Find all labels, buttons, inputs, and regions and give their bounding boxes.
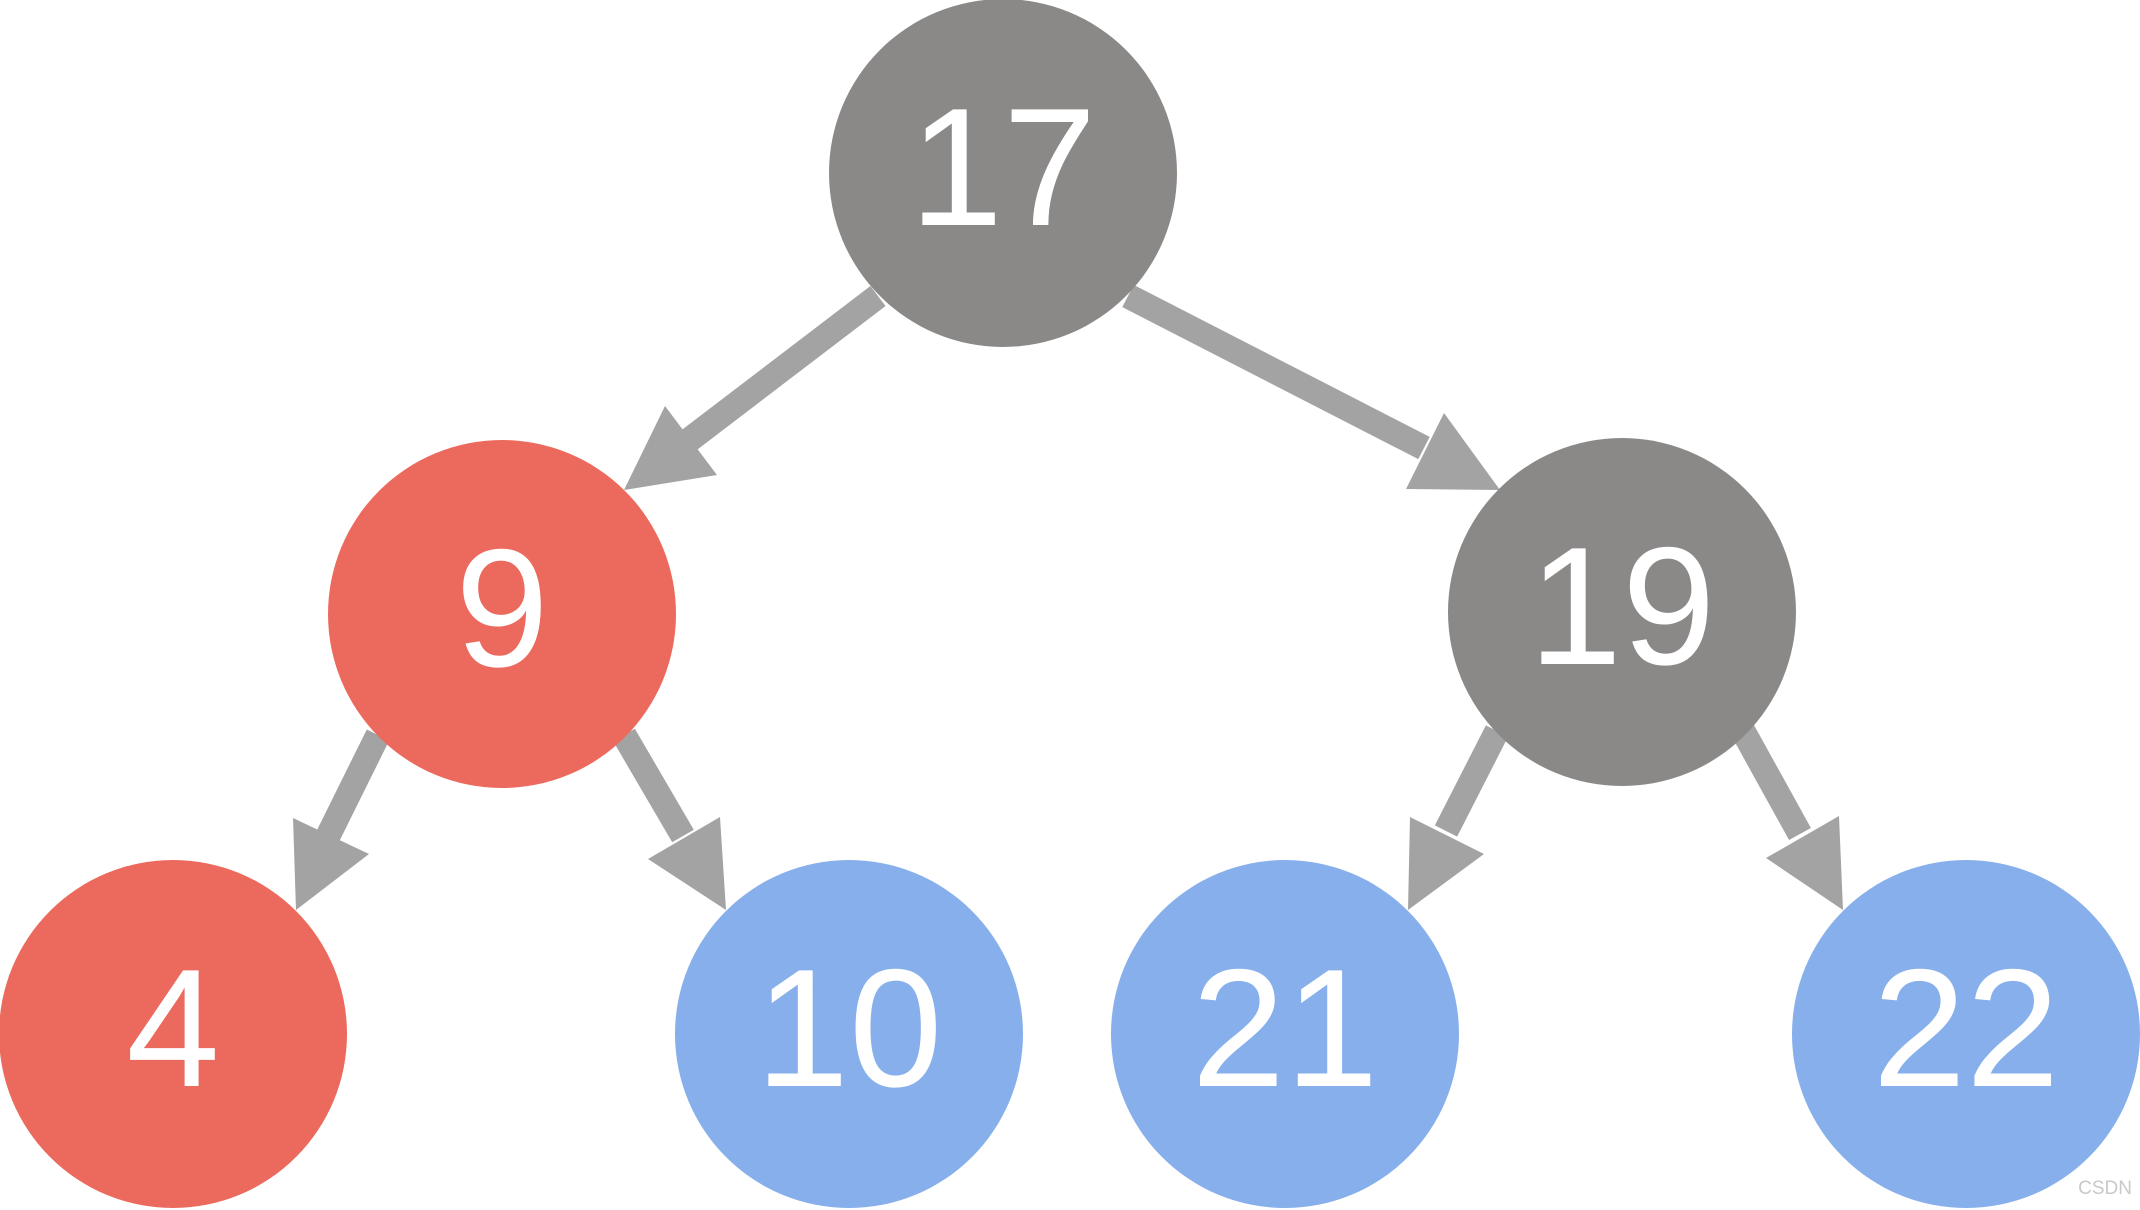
watermark-text: CSDN xyxy=(2078,1178,2132,1199)
node-4: 4 xyxy=(0,860,347,1208)
edge-19-to-22 xyxy=(1732,724,1843,910)
edge-shaft xyxy=(613,728,694,843)
arrowhead xyxy=(1406,413,1500,490)
node-label: 4 xyxy=(126,934,219,1122)
node-17: 17 xyxy=(829,0,1177,347)
edge-shaft xyxy=(315,729,390,844)
edge-19-to-21 xyxy=(1408,725,1509,910)
node-circle xyxy=(328,440,676,788)
node-circle xyxy=(1448,438,1796,786)
arrowhead xyxy=(293,818,369,910)
node-22: 22 xyxy=(1792,860,2140,1208)
node-21: 21 xyxy=(1111,860,1459,1208)
node-label: 21 xyxy=(1192,934,1379,1122)
arrowhead xyxy=(648,817,726,910)
node-label: 9 xyxy=(455,514,548,702)
node-circle xyxy=(675,860,1023,1208)
node-circle xyxy=(0,860,347,1208)
edge-shaft xyxy=(1732,724,1811,841)
node-label: 19 xyxy=(1529,512,1716,700)
edges xyxy=(293,284,1843,910)
edge-shaft xyxy=(1434,725,1509,837)
arrowhead xyxy=(624,406,717,490)
node-label: 17 xyxy=(910,73,1097,261)
node-19: 19 xyxy=(1448,438,1796,786)
node-label: 10 xyxy=(756,934,943,1122)
edge-shaft xyxy=(1122,284,1430,460)
node-circle xyxy=(1792,860,2140,1208)
node-label: 22 xyxy=(1873,934,2060,1122)
node-circle xyxy=(1111,860,1459,1208)
arrowhead xyxy=(1766,816,1843,910)
edge-9-to-10 xyxy=(613,728,726,910)
node-circle xyxy=(829,0,1177,347)
node-10: 10 xyxy=(675,860,1023,1208)
edge-17-to-9 xyxy=(624,286,886,490)
edge-9-to-4 xyxy=(293,729,390,910)
edge-17-to-19 xyxy=(1122,284,1500,490)
node-9: 9 xyxy=(328,440,676,788)
arrowhead xyxy=(1408,817,1484,910)
edge-shaft xyxy=(676,286,886,454)
